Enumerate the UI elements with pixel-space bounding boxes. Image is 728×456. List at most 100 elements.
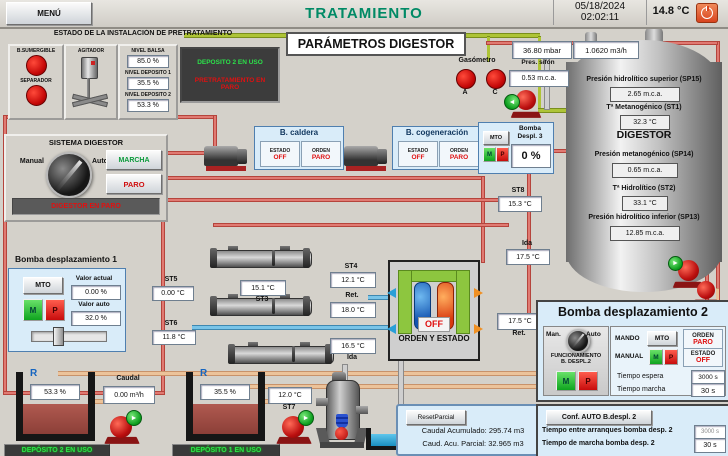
caldera-orden-value: PARO <box>311 153 331 161</box>
digestor-status-bar: DIGESTOR EN PARO <box>12 198 160 215</box>
conf-marcha-value[interactable]: 30 s <box>694 438 726 453</box>
tiempo-marcha-value[interactable]: 30 s <box>691 383 725 397</box>
nivel-balsa-value: 85.0 % <box>127 55 169 68</box>
st5-value: 0.00 °C <box>152 286 194 301</box>
tiempo-espera-value[interactable]: 3000 s <box>691 370 725 384</box>
bomba1-marcha-button[interactable]: M <box>23 299 43 321</box>
bomba3-title: Bomba Despl. 3 <box>509 125 551 141</box>
st1-value: 32.3 °C <box>620 115 670 130</box>
page-title: TRATAMIENTO <box>305 5 423 22</box>
st4-label: ST4 <box>344 263 358 270</box>
biogas-pump-icon: ► <box>504 88 542 118</box>
bomba2-orden-cell: ORDEN PARO <box>683 329 723 349</box>
bomba1-paro-button[interactable]: P <box>45 299 65 321</box>
nivel-deposito1-value: 35.5 % <box>127 77 169 90</box>
flow-arrow-icon: ► <box>668 256 683 271</box>
st7-value: 12.0 °C <box>268 387 312 404</box>
heat-pump-frame <box>456 270 470 334</box>
deposito1-pump-icon: ► <box>276 410 314 444</box>
level-sensor-icon: R <box>30 368 38 379</box>
bomba1-slider-handle[interactable] <box>53 327 64 346</box>
bomba3-mto-button[interactable]: MTO <box>483 131 509 145</box>
pipe-hot <box>3 115 7 395</box>
digester-nozzle <box>645 27 663 43</box>
digester-name: DIGESTOR <box>616 129 672 141</box>
sp15-label: Presión hidrolítico superior (SP15) <box>586 76 702 83</box>
bomba1-mto-button[interactable]: MTO <box>23 277 63 294</box>
bomba3-marcha-button[interactable]: M <box>483 147 496 162</box>
ret-inf-label: Ret. <box>512 330 526 337</box>
bomba3-paro-button[interactable]: P <box>496 147 509 162</box>
header-bar: MENÚ TRATAMIENTO 05/18/2024 02:02:11 14.… <box>0 0 728 29</box>
bomba2-title: Bomba desplazamiento 2 <box>557 305 709 319</box>
pipe-biogas <box>487 36 490 62</box>
deposito1-nivel: 35.5 % <box>200 384 250 400</box>
cogeneracion-panel: B. cogeneración ESTADO OFF ORDEN PARO <box>392 126 482 170</box>
caudal-acumulado-text: Caudal Acumulado: 295.74 m3 <box>421 426 525 435</box>
pipe-hot <box>161 151 165 395</box>
cogeneracion-title: B. cogeneración <box>405 128 469 137</box>
caudal-label: Caudal <box>116 375 140 382</box>
cogeneracion-orden-value: PARO <box>449 153 469 161</box>
bomba2-man-auto-knob[interactable] <box>566 329 590 353</box>
tiempo-espera-label: Tiempo espera <box>617 373 664 380</box>
pretratamiento-status-panel: DEPOSITO 2 EN USO PRETRATAMIENTO EN PARO <box>180 47 280 103</box>
st6-value: 11.8 °C <box>152 330 196 345</box>
paro-button[interactable]: PARO <box>106 174 162 194</box>
pipe-hot <box>161 151 217 155</box>
nivel-deposito2-value: 53.3 % <box>127 99 169 112</box>
bomba2-man-label: Man. <box>546 331 561 338</box>
sistema-digestor-panel: SISTEMA DIGESTOR Manual Auto MARCHA PARO… <box>4 134 168 222</box>
pipe-sludge <box>58 371 722 376</box>
reset-parcial-button[interactable]: ResetParcial <box>406 410 466 425</box>
funnel-icon <box>336 414 348 428</box>
conf-auto-title-button[interactable]: Conf. AUTO B.despl. 2 <box>546 410 652 425</box>
bomba1-title: Bomba desplazamiento 1 <box>14 254 118 264</box>
parametros-digestor-title: PARÁMETROS DIGESTOR <box>286 32 466 56</box>
bomba2-estado-label: ESTADO <box>690 351 716 357</box>
bomba3-title-line1: Bomba <box>518 125 542 132</box>
ida-med-value: 16.5 °C <box>330 338 376 354</box>
flow-arrow-icon: ► <box>126 410 142 426</box>
valor-auto-value[interactable]: 32.0 % <box>71 311 121 326</box>
bomba2-marcha-button[interactable]: M <box>556 371 576 391</box>
heat-exchanger-3 <box>228 342 334 364</box>
st7-label: ST7 <box>282 404 296 411</box>
valor-actual-label: Valor actual <box>75 275 113 282</box>
bomba2-selector-box: Man. Auto FUNCIONAMIENTO B. DESPL.2 M P <box>543 326 609 396</box>
feed-vessel <box>316 370 368 452</box>
caldera-panel: B. caldera ESTADO OFF ORDEN PARO <box>254 126 344 170</box>
sumergible-status-light <box>25 55 47 76</box>
pipe-hot <box>3 391 165 395</box>
separador-status-light <box>25 85 47 106</box>
caudal-acumulado-parcial-text: Caud. Acu. Parcial: 32.965 m3 <box>422 439 524 448</box>
bomba2-manual-label: MANUAL <box>615 353 644 360</box>
ret-inf-value: 17.5 °C <box>497 313 543 330</box>
valor-actual-value: 0.00 % <box>71 285 121 300</box>
time-label: 02:02:11 <box>580 12 620 23</box>
manual-auto-knob[interactable] <box>46 152 92 198</box>
ida-sup-label: Ida <box>521 240 533 247</box>
conf-arranques-value[interactable]: 3000 s <box>694 425 726 439</box>
bomba2-paro-button[interactable]: P <box>578 371 598 391</box>
gasometro-a-label: A <box>462 89 468 96</box>
cogeneracion-estado-label: ESTADO <box>407 147 429 154</box>
bomba2-manual-paro-button[interactable]: P <box>664 349 678 365</box>
sumergible-label: B.SUMERGIBLE <box>16 48 56 54</box>
deposito2-nivel: 53.3 % <box>30 384 80 400</box>
sp14-label: Presión metanogénico (SP14) <box>594 151 694 158</box>
menu-button[interactable]: MENÚ <box>6 2 92 25</box>
presion-sifon-label: Pres. sifón <box>521 59 555 66</box>
bomba2-mto-button[interactable]: MTO <box>647 331 677 346</box>
heat-pump-frame <box>398 270 412 334</box>
bomba2-estado-cell: ESTADO OFF <box>683 348 723 367</box>
pipe-sludge <box>228 384 720 389</box>
tiempo-marcha-label: Tiempo marcha <box>617 386 666 393</box>
deposito1-liquid <box>193 404 258 434</box>
pipe-hot <box>161 176 485 180</box>
power-icon[interactable] <box>696 3 718 23</box>
bomba2-manual-marcha-button[interactable]: M <box>649 349 663 365</box>
bomba1-slider-track[interactable] <box>31 331 107 342</box>
marcha-button[interactable]: MARCHA <box>106 150 162 170</box>
deposito2-pump-icon: ► <box>104 410 142 444</box>
